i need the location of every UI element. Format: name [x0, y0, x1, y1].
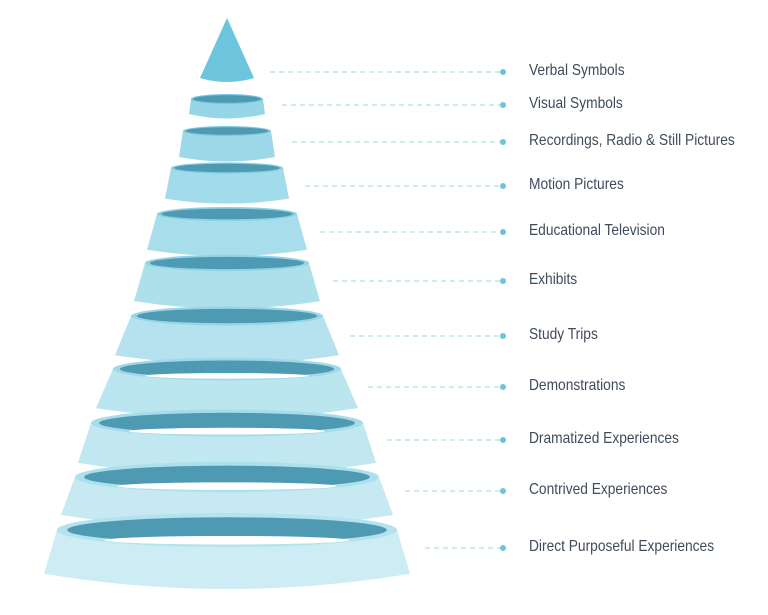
leader-dot: [500, 437, 506, 443]
band-body: [134, 263, 320, 309]
band-opening: [119, 360, 335, 378]
band-opening: [99, 412, 355, 434]
leader-dot: [500, 139, 506, 145]
level-label: Educational Television: [529, 222, 665, 239]
band-opening: [185, 127, 269, 135]
band-opening: [193, 95, 261, 103]
band-body: [147, 214, 307, 257]
band-opening: [174, 163, 280, 173]
leader-dot: [500, 229, 506, 235]
band-highlight: [117, 482, 337, 490]
band-opening: [67, 517, 387, 543]
leader-dot: [500, 278, 506, 284]
level-label: Demonstrations: [529, 377, 626, 394]
leader-dot: [500, 69, 506, 75]
level-label: Direct Purposeful Experiences: [529, 538, 715, 555]
band-body: [96, 369, 358, 419]
level-label: Visual Symbols: [529, 95, 623, 112]
leader-dot: [500, 183, 506, 189]
band-body: [179, 131, 275, 162]
level-label: Dramatized Experiences: [529, 430, 679, 447]
level-label: Study Trips: [529, 326, 598, 343]
leader-dot: [500, 488, 506, 494]
level-label: Motion Pictures: [529, 176, 624, 193]
band-opening: [161, 208, 293, 220]
leader-dot: [500, 384, 506, 390]
band-body: [115, 316, 339, 364]
band-highlight: [104, 535, 350, 545]
band-opening: [136, 308, 318, 324]
level-label: Contrived Experiences: [529, 481, 668, 498]
band-body: [78, 423, 376, 476]
band-body: [165, 168, 289, 204]
level-label: Verbal Symbols: [529, 62, 625, 79]
level-label: Exhibits: [529, 271, 578, 288]
band-body: [44, 530, 410, 590]
leader-dot: [500, 545, 506, 551]
band-highlight: [144, 372, 310, 379]
level-label: Recordings, Radio & Still Pictures: [529, 132, 735, 149]
band-body: [189, 99, 265, 119]
leader-dot: [500, 333, 506, 339]
band-opening: [84, 465, 370, 489]
band-highlight: [129, 427, 325, 435]
cone-tip: [200, 18, 254, 82]
band-opening: [149, 256, 305, 270]
leader-dot: [500, 102, 506, 108]
